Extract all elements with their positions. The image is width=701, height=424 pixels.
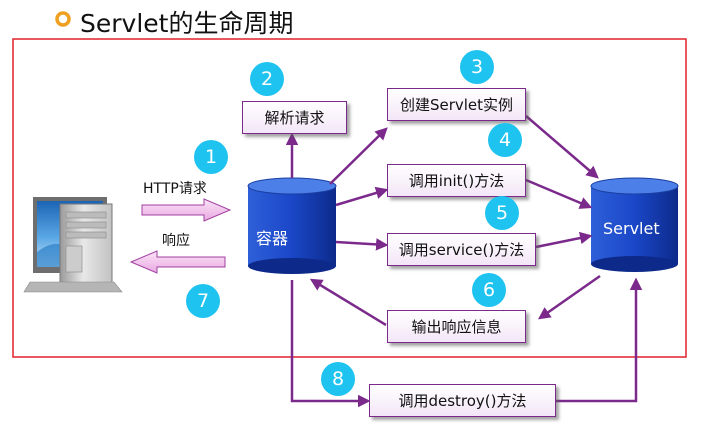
step-badge-6: 6 bbox=[472, 273, 506, 307]
step-badge-2: 2 bbox=[250, 62, 284, 96]
step-output-response-box: 输出响应信息 bbox=[387, 310, 526, 343]
step-badge-4: 4 bbox=[488, 123, 522, 157]
step-init-label: 调用init()方法 bbox=[408, 172, 505, 190]
step-destroy-label: 调用destroy()方法 bbox=[398, 392, 527, 410]
arrow-service-to-servlet bbox=[535, 231, 593, 249]
container-label: 容器 bbox=[256, 229, 289, 248]
response-label: 响应 bbox=[162, 233, 190, 249]
response-arrow bbox=[129, 250, 226, 274]
step-service-label: 调用service()方法 bbox=[398, 241, 525, 259]
arrow-servlet-to-output bbox=[537, 274, 601, 320]
step-create-servlet-label: 创建Servlet实例 bbox=[399, 96, 514, 114]
arrow-output-to-container bbox=[309, 278, 387, 327]
step-badge-7: 7 bbox=[186, 284, 220, 318]
step-init-box: 调用init()方法 bbox=[387, 164, 526, 197]
arrow-init-to-servlet bbox=[525, 178, 593, 209]
servlet-cylinder bbox=[590, 177, 679, 272]
arrow-container-to-create bbox=[329, 127, 388, 185]
arrow-destroy-to-servlet bbox=[556, 277, 643, 403]
step-badge-8: 8 bbox=[321, 362, 355, 396]
lifecycle-frame bbox=[12, 38, 687, 358]
step-parse-request-box: 解析请求 bbox=[242, 101, 347, 134]
orange-ring-bullet-icon bbox=[55, 11, 71, 27]
step-service-box: 调用service()方法 bbox=[387, 233, 536, 266]
arrow-container-to-service bbox=[335, 238, 389, 251]
arrow-create-to-servlet bbox=[525, 115, 599, 179]
servlet-label: Servlet bbox=[603, 219, 660, 238]
step-create-servlet-box: 创建Servlet实例 bbox=[387, 88, 526, 121]
http-request-label: HTTP请求 bbox=[143, 181, 207, 197]
arrow-container-to-destroy bbox=[290, 280, 371, 408]
step-badge-3: 3 bbox=[460, 50, 494, 84]
arrow-container-to-init bbox=[335, 186, 389, 207]
page-title: Servlet的生命周期 bbox=[80, 9, 294, 38]
step-output-response-label: 输出响应信息 bbox=[411, 318, 502, 336]
container-cylinder bbox=[247, 177, 337, 274]
step-parse-request-label: 解析请求 bbox=[264, 109, 325, 127]
http-request-arrow bbox=[141, 198, 232, 222]
step-badge-5: 5 bbox=[485, 196, 519, 230]
step-destroy-box: 调用destroy()方法 bbox=[369, 384, 556, 417]
desktop-computer-icon bbox=[23, 197, 123, 293]
step-badge-1: 1 bbox=[194, 140, 228, 174]
